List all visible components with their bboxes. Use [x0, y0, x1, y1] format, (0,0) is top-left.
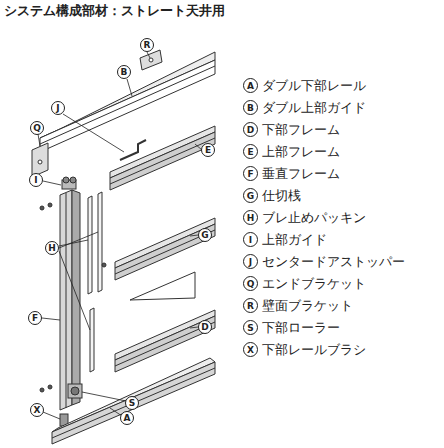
legend-letter: A: [243, 78, 258, 93]
vertical-frame: [60, 190, 80, 410]
legend-letter: X: [243, 342, 258, 357]
part-name: 上部フレーム: [262, 143, 340, 161]
legend-letter: B: [243, 100, 258, 115]
part-name: 垂直フレーム: [262, 165, 340, 183]
callout-letter: Q: [30, 121, 44, 135]
legend-letter: F: [243, 166, 258, 181]
legend-letter: Q: [243, 276, 258, 291]
part-name: 下部ローラー: [262, 319, 340, 337]
part-name: ダブル下部レール: [262, 77, 366, 95]
part-name: 仕切桟: [262, 187, 301, 205]
callout-letter: X: [30, 403, 44, 417]
part-name: エンドブラケット: [262, 275, 366, 293]
legend-letter: R: [243, 298, 258, 313]
lower-roller: [68, 384, 82, 398]
callout-letter: B: [117, 65, 131, 79]
packing: [88, 192, 102, 372]
part-name: ブレ止めパッキン: [262, 209, 366, 227]
part-name: 上部ガイド: [262, 231, 327, 249]
part-name: センタードアストッパー: [262, 253, 405, 271]
upper-frame: [110, 126, 215, 190]
glass-support: [130, 272, 195, 300]
legend-letter: S: [243, 320, 258, 335]
wall-bracket: [140, 50, 162, 70]
center-stopper: [120, 140, 146, 160]
callout-letter: R: [140, 38, 154, 52]
legend-letter: E: [243, 144, 258, 159]
callout-letter: A: [120, 411, 134, 425]
part-name: ダブル上部ガイド: [262, 99, 366, 117]
callout-letter: H: [45, 241, 59, 255]
leader-lines: [38, 52, 202, 419]
callout-letter: G: [198, 228, 212, 242]
partition-bar: [115, 218, 215, 280]
part-name: 下部フレーム: [262, 121, 340, 139]
legend-letter: G: [243, 188, 258, 203]
title: システム構成部材：ストレート天井用: [4, 2, 225, 20]
legend-letter: I: [243, 232, 258, 247]
callout-letter: E: [201, 143, 215, 157]
lower-rail: [52, 358, 215, 444]
screws: [40, 203, 106, 392]
callout-letter: J: [51, 101, 65, 115]
end-bracket: [32, 143, 48, 177]
part-name: 壁面ブラケット: [262, 297, 353, 315]
legend-letter: H: [243, 210, 258, 225]
callout-letter: S: [125, 396, 139, 410]
legend-letter: J: [243, 254, 258, 269]
part-name: 下部レールブラシ: [262, 341, 366, 359]
upper-guide: [62, 177, 76, 189]
callout-letter: D: [198, 320, 212, 334]
callout-letter: F: [28, 311, 42, 325]
legend-letter: D: [243, 122, 258, 137]
callout-letter: I: [29, 173, 43, 187]
